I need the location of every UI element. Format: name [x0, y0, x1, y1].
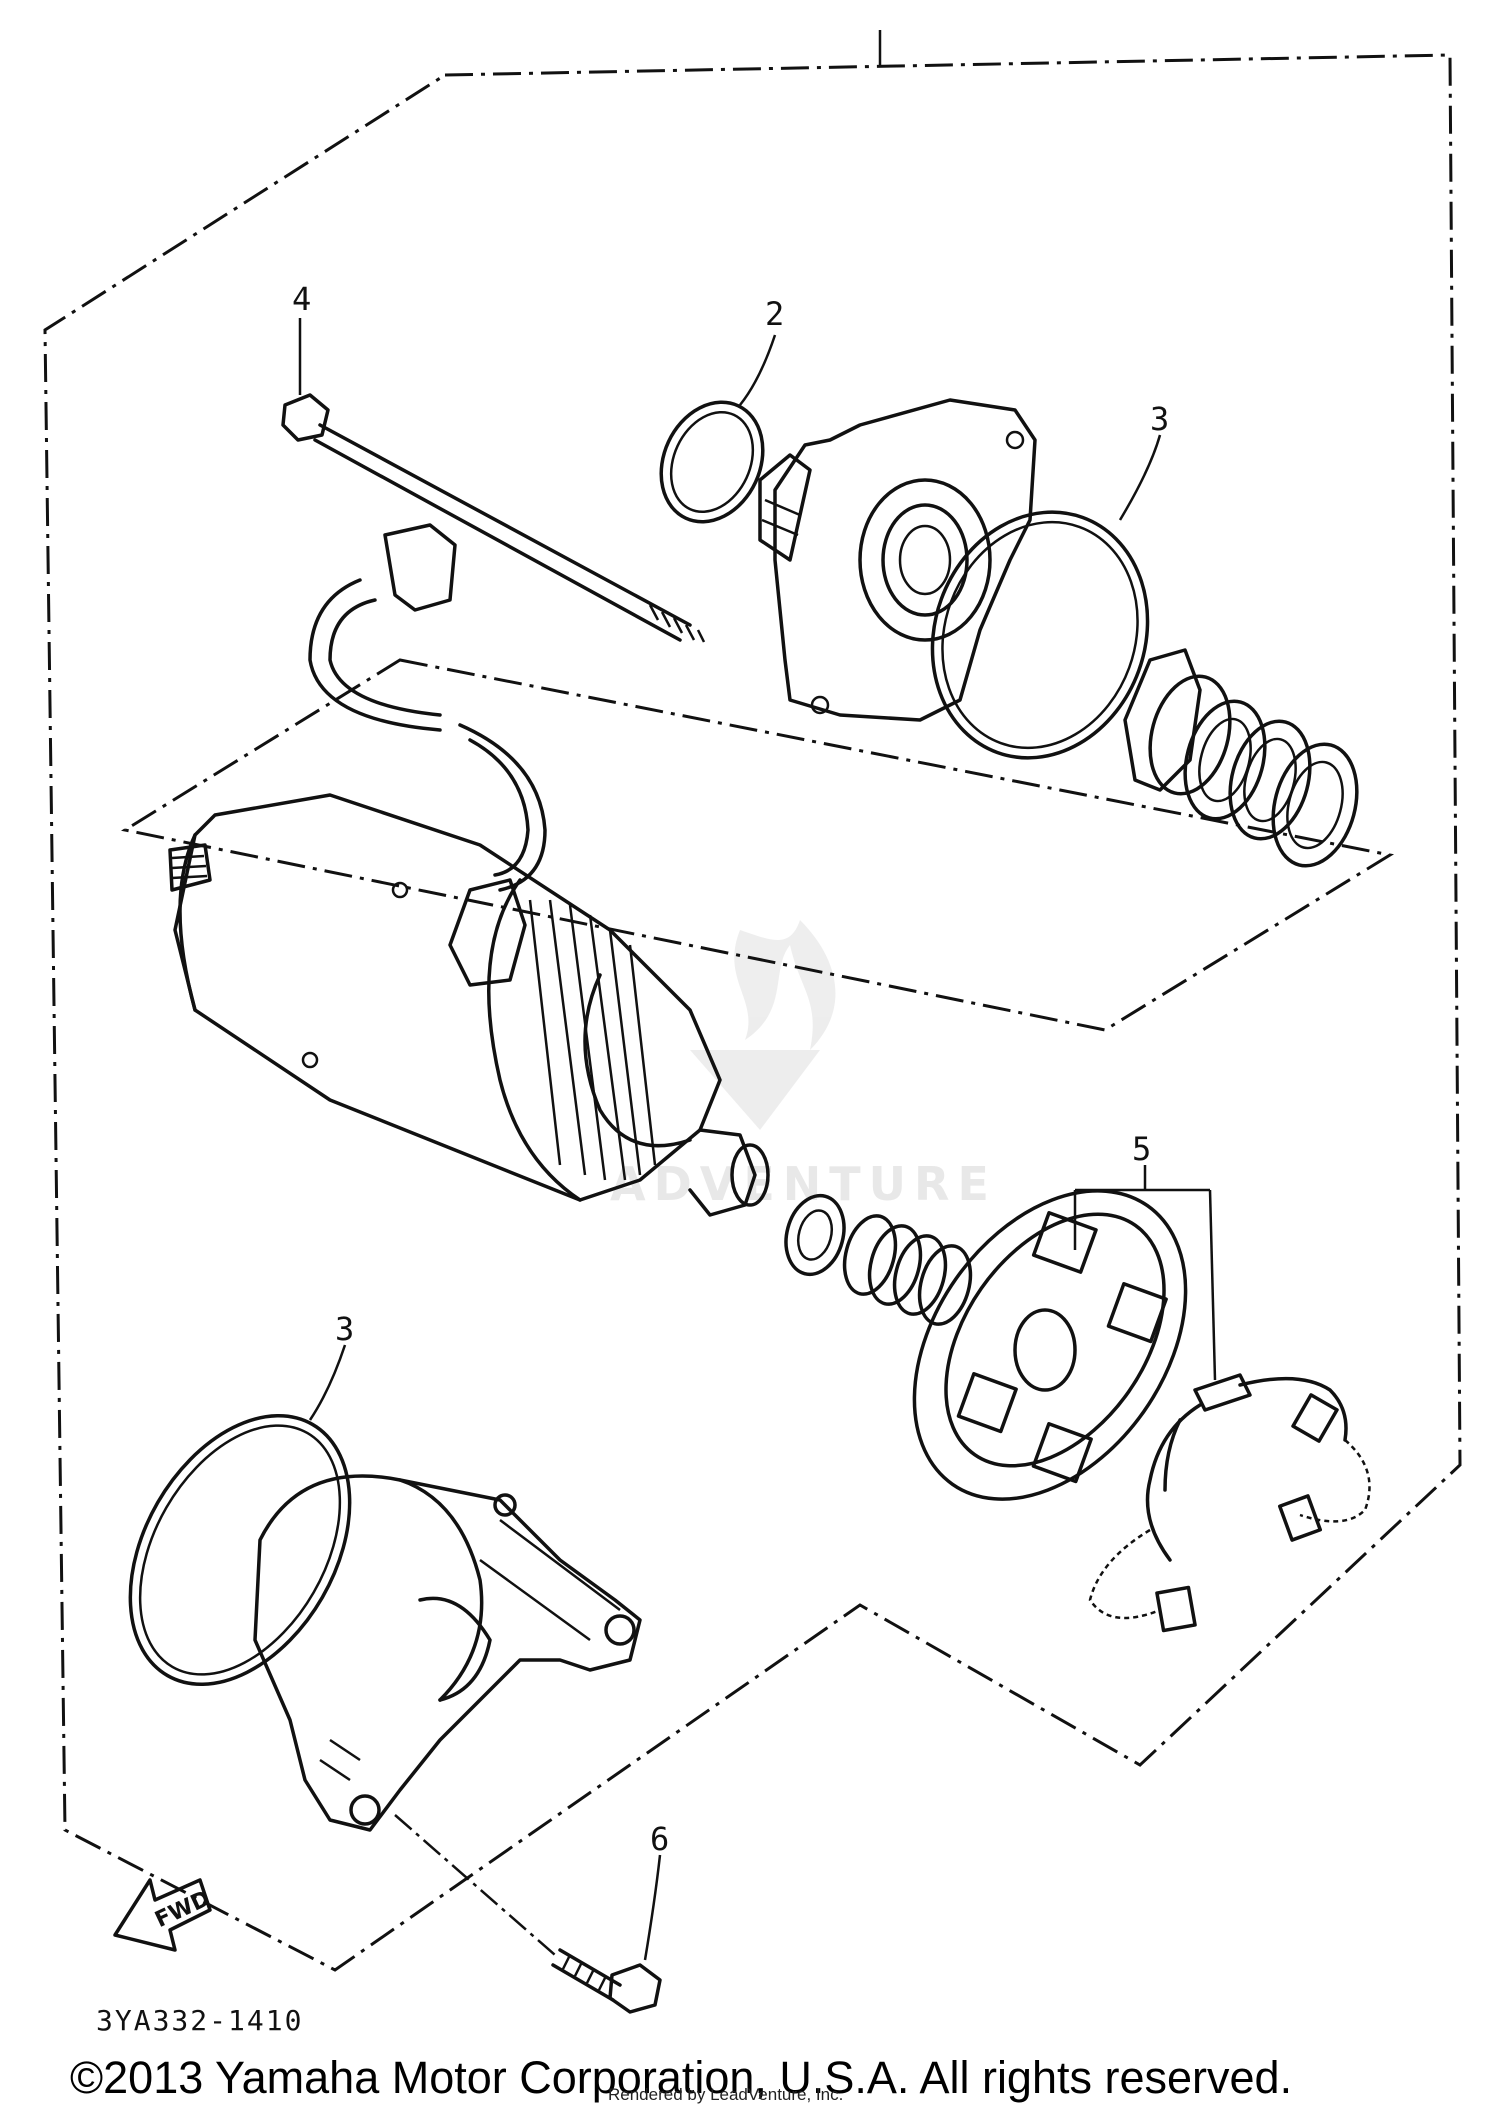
callout-5: 5 [1132, 1130, 1151, 1168]
diagram-code: 3YA332-1410 [96, 2004, 303, 2037]
callout-3-upper: 3 [1150, 400, 1169, 438]
callout-3-lower: 3 [335, 1310, 354, 1348]
bolt-axis-line [394, 1814, 556, 1956]
rendered-by-note: Rendered by LeadVenture, Inc. [608, 2085, 843, 2104]
o-ring-bottom [128, 1413, 352, 1687]
spring [842, 1214, 973, 1326]
subassembly-boundary [120, 658, 1395, 1032]
o-ring-front [659, 400, 765, 524]
through-bolt [281, 393, 706, 643]
watermark-text: ADVENTURE [610, 1157, 997, 1211]
thrust-washer [784, 1193, 846, 1277]
callout-6: 6 [650, 1820, 669, 1858]
brush-set [1088, 1373, 1371, 1633]
callout-leader-2 [739, 334, 777, 406]
copyright-notice: ©2013 Yamaha Motor Corporation, U.S.A. A… [70, 2052, 1292, 2103]
lead-wire [308, 523, 547, 892]
callout-leader-5 [1073, 1165, 1217, 1381]
callout-4: 4 [292, 280, 311, 318]
rear-cover [253, 1474, 642, 1832]
fwd-arrow-icon: FWD [113, 1878, 214, 1952]
assembly-boundary [43, 53, 1462, 1972]
callout-leader-3b [308, 1344, 347, 1421]
callout-2: 2 [765, 295, 784, 333]
o-ring-rear [930, 510, 1150, 760]
watermark: ADVENTURE [610, 920, 997, 1211]
brush-holder [912, 1189, 1188, 1501]
motor-body [168, 793, 770, 1217]
callout-leader-3a [1118, 434, 1162, 521]
washer-set [1123, 648, 1359, 868]
front-cover [758, 398, 1037, 722]
mount-bolt [551, 1948, 662, 2014]
callout-leader-6 [643, 1854, 662, 1961]
fwd-label: FWD [151, 1886, 214, 1933]
